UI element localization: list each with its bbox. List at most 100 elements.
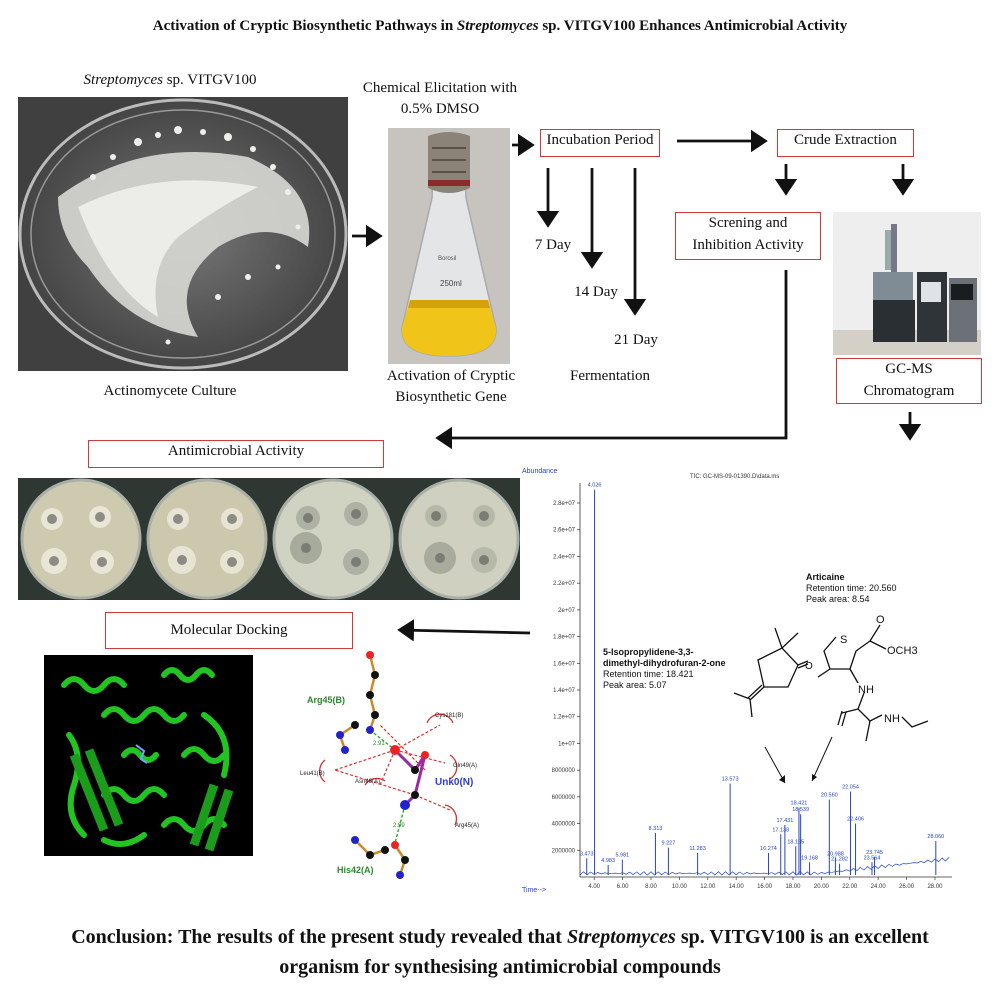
chrom-peak-label: 20.988	[827, 851, 844, 857]
plate-1	[20, 478, 142, 600]
culture-caption: Actinomycete Culture	[103, 383, 237, 399]
culture-plate-photo	[18, 97, 348, 371]
chrom-y-tick-label: 2000000	[552, 848, 576, 854]
screening-box: Screning and Inhibition Activity	[675, 212, 821, 260]
residue-asn46a: Asn46(A)	[355, 779, 380, 785]
figure-title: Activation of Cryptic Biosynthetic Pathw…	[152, 18, 848, 34]
compound1-peak-area: Peak area: 5.07	[603, 680, 667, 690]
plate-3	[272, 478, 394, 600]
ligplot-atoms	[336, 651, 429, 879]
residue-his42a: His42(A)	[337, 865, 374, 875]
chrom-peak-label: 18.195	[787, 839, 804, 845]
chrom-peak-label: 22.054	[842, 785, 859, 791]
chrom-y-tick-label: 2.8e+07	[553, 501, 576, 507]
chrom-peak-label: 21.282	[831, 857, 848, 863]
chrom-x-tick-label: 12.00	[700, 884, 716, 890]
antimicrobial-plates-photo	[18, 478, 520, 600]
compound2-peak-area: Peak area: 8.54	[806, 594, 870, 604]
compound2-och3: OCH3	[887, 645, 918, 657]
compound1-atom-o: O	[805, 661, 813, 672]
flask-photo: 250ml Borosil	[388, 128, 510, 364]
compound1-name-line1: 5-Isopropylidene-3,3-	[603, 647, 694, 657]
chrom-peak-label: 20.560	[821, 793, 838, 799]
chrom-peak-label: 4.026	[588, 483, 602, 489]
plate-4	[398, 478, 520, 600]
protein-strands	[69, 748, 234, 852]
ligand-unk0n: Unk0(N)	[435, 777, 473, 788]
chrom-peak-label: 28.060	[927, 834, 944, 840]
flask-volume-label: 250ml	[440, 279, 462, 288]
antimicrobial-activity-box: Antimicrobial Activity	[88, 440, 384, 468]
compound2-retention-time: Retention time: 20.560	[806, 583, 897, 593]
chrom-x-tick-label: 16.00	[757, 884, 773, 890]
day-7-label: 7 Day	[534, 237, 572, 253]
chrom-y-tick-label: 1.6e+07	[553, 661, 576, 667]
elicitation-label: Chemical Elicitation with 0.5% DMSO	[362, 80, 518, 117]
compound1-structure	[733, 627, 809, 718]
chrom-y-tick-label: 1.4e+07	[553, 688, 576, 694]
chrom-x-tick-label: 18.00	[785, 884, 801, 890]
chrom-x-tick-label: 24.00	[871, 884, 887, 890]
chrom-peak-label: 3.473	[580, 851, 594, 857]
chrom-y-axis-label: Abundance	[522, 468, 558, 475]
chrom-y-tick-label: 2e+07	[558, 608, 576, 614]
compound2-atom-o: O	[876, 614, 885, 626]
chrom-x-tick-label: 6.00	[617, 884, 629, 890]
protein-helices	[61, 667, 230, 847]
chrom-y-tick-label: 2.2e+07	[553, 581, 576, 587]
chrom-peak-label: 8.313	[649, 826, 663, 832]
chrom-peak-label: 18.421	[791, 801, 808, 807]
chrom-peak-label: 22.406	[847, 817, 864, 823]
chrom-x-tick-label: 8.00	[645, 884, 657, 890]
conclusion-text: Conclusion: The results of the present s…	[71, 926, 929, 978]
residue-cys181b: Cys181(B)	[435, 713, 463, 719]
residue-arg45a: Arg45(A)	[455, 823, 479, 829]
chrom-peak-label: 13.573	[722, 777, 739, 783]
plate-2	[146, 478, 268, 600]
chrom-x-tick-label: 4.00	[588, 884, 600, 890]
elicitation-caption: Activation of Cryptic Biosynthetic Gene	[386, 368, 516, 405]
crude-extraction-box: Crude Extraction	[777, 129, 914, 157]
chrom-peak-label: 18.539	[792, 807, 809, 813]
fermentation-label: Fermentation	[570, 368, 650, 384]
chrom-peaks: 3.4734.0264.9835.9818.3139.22711.28313.5…	[579, 483, 950, 876]
incubation-period-box: Incubation Period	[540, 129, 660, 157]
chrom-peak-label: 23.745	[866, 850, 883, 856]
protein-structure-image	[44, 655, 253, 856]
residue-leu41b: Leu41(B)	[300, 771, 325, 777]
gcms-chromatogram-box: GC-MS Chromatogram	[836, 358, 982, 404]
compound2-name: Articaine	[806, 572, 845, 582]
chrom-x-tick-label: 26.00	[899, 884, 915, 890]
chrom-peak-label: 23.564	[864, 855, 881, 861]
chrom-x-tick-label: 14.00	[729, 884, 745, 890]
chrom-peak-label: 5.981	[615, 853, 629, 859]
chrom-x-tick-label: 28.00	[927, 884, 943, 890]
chrom-y-tick-label: 4000000	[552, 822, 576, 828]
chrom-peak-label: 19.168	[801, 855, 818, 861]
chrom-y-tick-label: 8000000	[552, 768, 576, 774]
chrom-header: TIC: GC-MS-09-01390.D\data.ms	[690, 474, 779, 480]
chrom-peak-label: 11.283	[689, 846, 705, 852]
molecular-docking-box: Molecular Docking	[105, 612, 353, 649]
chrom-y-tick-label: 2.6e+07	[553, 528, 576, 534]
compound2-nh-2: NH	[884, 713, 900, 725]
compound1-retention-time: Retention time: 18.421	[603, 669, 694, 679]
chrom-x-axis-label: Time-->	[522, 887, 546, 894]
chrom-x-tick-label: 20.00	[814, 884, 830, 890]
chrom-x-tick-label: 10.00	[672, 884, 688, 890]
residue-arg45b: Arg45(B)	[307, 695, 345, 705]
hbond-distance-1: 2.91	[373, 741, 385, 747]
compound2-annotation: Articaine Retention time: 20.560 Peak ar…	[806, 572, 929, 782]
chrom-axes: 20000004000000600000080000001e+071.2e+07…	[552, 483, 952, 890]
gcms-chromatogram: Abundance TIC: GC-MS-09-01390.D\data.ms …	[520, 465, 957, 895]
chrom-y-tick-label: 1.8e+07	[553, 635, 576, 641]
hbond-distance-2: 2.99	[393, 823, 405, 829]
chrom-baseline	[579, 856, 950, 876]
hydrophobic-contact-arcs	[319, 713, 458, 826]
chrom-peak-label: 9.227	[662, 841, 676, 847]
day-14-label: 14 Day	[574, 284, 618, 300]
ligplot-diagram: Arg45(B) Cys181(B) Gln49(A) Leu41(B) Asn…	[300, 651, 479, 879]
chrom-y-tick-label: 1.2e+07	[553, 715, 576, 721]
flask-brand-label: Borosil	[438, 256, 456, 262]
compound2-atom-s: S	[840, 634, 847, 646]
